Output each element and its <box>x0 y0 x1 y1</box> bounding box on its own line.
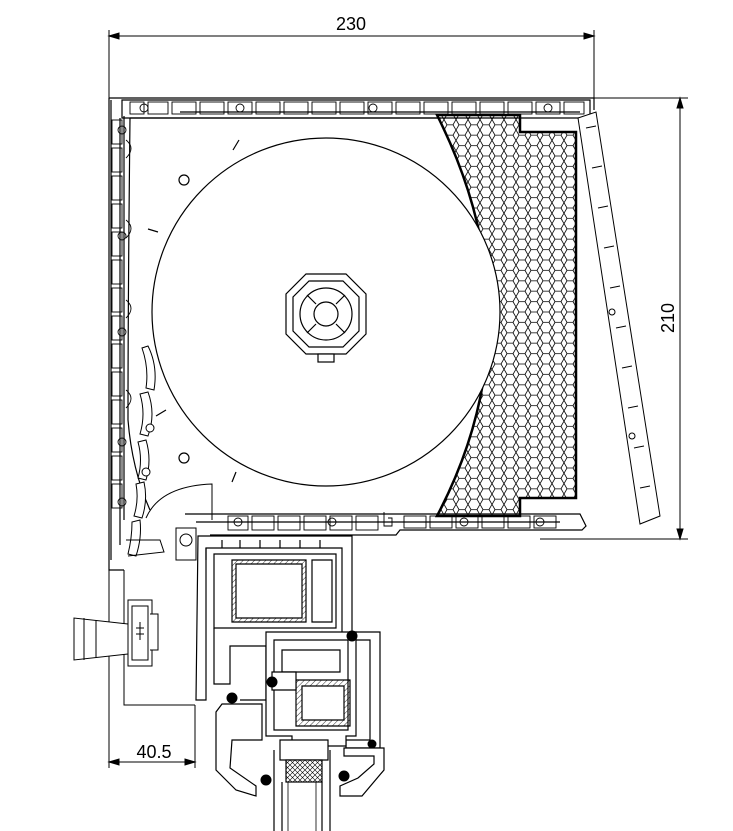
bottom-profile-cells <box>227 512 557 531</box>
gaskets <box>226 630 377 786</box>
curtain-slats <box>127 345 156 557</box>
inspection-cover <box>577 111 661 525</box>
box-housing <box>108 97 595 571</box>
guide-end-piece <box>123 483 213 706</box>
glazing-frame <box>215 703 385 831</box>
left-wall-cells <box>111 119 132 509</box>
width-dimension-label: 230 <box>336 14 366 34</box>
end-stop <box>73 599 159 667</box>
offset-dimension-label: 40.5 <box>136 742 171 762</box>
window-sash <box>265 631 357 747</box>
height-dimension-label: 210 <box>658 303 678 333</box>
dimension-width <box>107 30 596 98</box>
dimension-height <box>540 96 688 541</box>
dimension-offset <box>107 570 197 768</box>
octagonal-shaft <box>285 273 367 363</box>
top-profile-cells <box>129 101 585 115</box>
window-frame <box>195 535 381 749</box>
